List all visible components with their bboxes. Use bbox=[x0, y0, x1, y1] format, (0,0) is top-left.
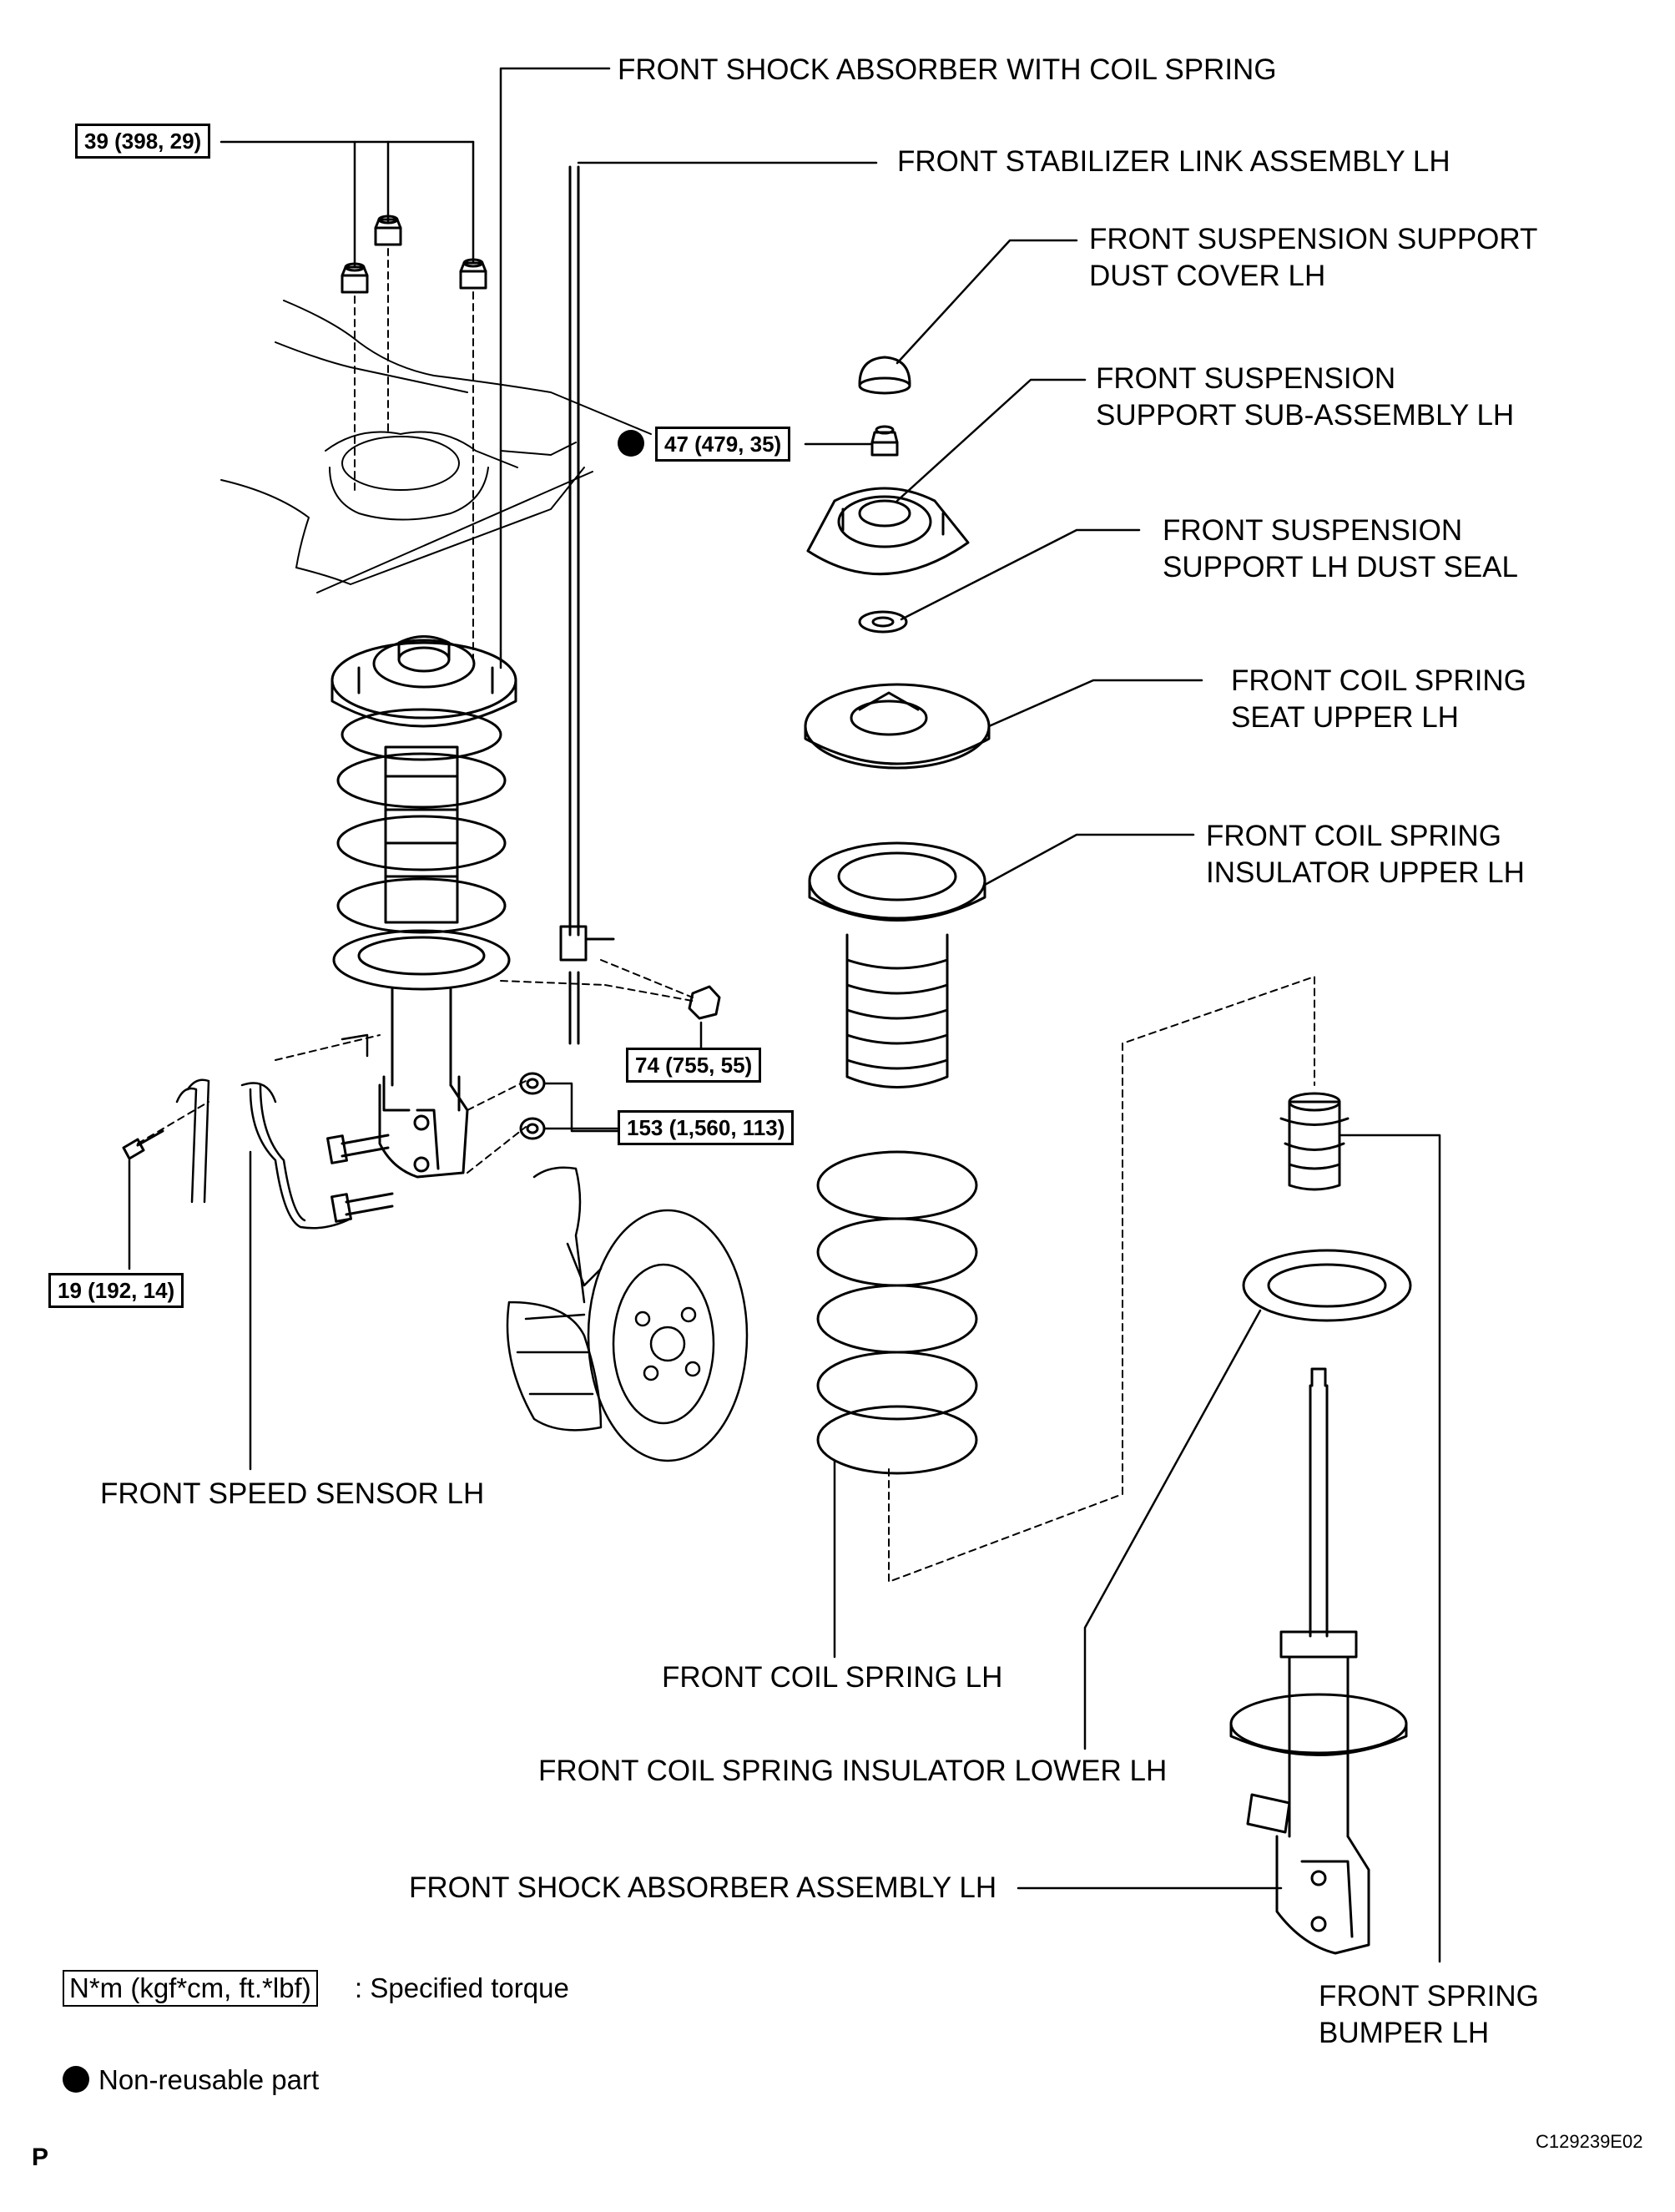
torque-39: 39 (398, 29) bbox=[75, 124, 211, 159]
knuckle-bolts bbox=[326, 1134, 394, 1223]
shock-absorber bbox=[1229, 1367, 1408, 1955]
label-stabilizer-link: FRONT STABILIZER LINK ASSEMBLY LH bbox=[897, 145, 1450, 178]
label-spring-bumper-1: FRONT SPRING bbox=[1319, 1980, 1539, 2013]
insulator-lower bbox=[1242, 1249, 1412, 1322]
support-subassembly bbox=[806, 487, 970, 576]
label-support-dust-cover-2: DUST COVER LH bbox=[1089, 260, 1326, 292]
body-panel bbox=[220, 300, 652, 593]
nut-guide-lines bbox=[354, 248, 474, 669]
label-shock-assembly: FRONT SHOCK ABSORBER ASSEMBLY LH bbox=[409, 1871, 997, 1904]
label-speed-sensor: FRONT SPEED SENSOR LH bbox=[100, 1477, 485, 1510]
label-spring-seat-2: SEAT UPPER LH bbox=[1231, 701, 1459, 734]
torque-47: 47 (479, 35) bbox=[655, 427, 791, 462]
mounting-guides bbox=[137, 959, 698, 1174]
legend-nonreusable-text: Non-reusable part bbox=[98, 2064, 320, 2095]
label-support-dust-cover-1: FRONT SUSPENSION SUPPORT bbox=[1089, 223, 1538, 255]
steering-knuckle-brake bbox=[506, 1166, 749, 1462]
label-dust-seal-2: SUPPORT LH DUST SEAL bbox=[1163, 551, 1518, 583]
label-coil-spring: FRONT COIL SPRING LH bbox=[662, 1661, 1003, 1694]
right-guides bbox=[888, 976, 1315, 1583]
leader-lines bbox=[128, 67, 1441, 1963]
label-insulator-upper-1: FRONT COIL SPRING bbox=[1206, 820, 1501, 852]
label-spring-seat-1: FRONT COIL SPRING bbox=[1231, 664, 1526, 697]
insulator-upper bbox=[808, 841, 986, 1088]
label-insulator-lower: FRONT COIL SPRING INSULATOR LOWER LH bbox=[538, 1755, 1168, 1787]
torque-19: 19 (192, 14) bbox=[48, 1273, 184, 1308]
label-support-subassembly-2: SUPPORT SUB-ASSEMBLY LH bbox=[1096, 399, 1515, 432]
sensor-bolt bbox=[122, 1129, 164, 1160]
stabilizer-link bbox=[559, 165, 721, 1045]
top-nuts bbox=[341, 215, 487, 294]
label-dust-seal-1: FRONT SUSPENSION bbox=[1163, 514, 1463, 547]
label-spring-bumper-2: BUMPER LH bbox=[1319, 2017, 1490, 2049]
torque-74: 74 (755, 55) bbox=[626, 1048, 762, 1083]
legend-unit-box: N*m (kgf*cm, ft.*lbf) bbox=[63, 1970, 318, 2007]
label-shock-with-coil-spring: FRONT SHOCK ABSORBER WITH COIL SPRING bbox=[618, 53, 1277, 86]
nonreusable-dot-47 bbox=[618, 430, 644, 457]
spring-seat-upper bbox=[804, 683, 991, 770]
legend-nonreusable-dot bbox=[63, 2066, 89, 2093]
nut-47 bbox=[870, 425, 899, 457]
label-insulator-upper-2: INSULATOR UPPER LH bbox=[1206, 856, 1525, 889]
dust-cover bbox=[858, 356, 911, 395]
legend-unit-text: : Specified torque bbox=[355, 1972, 569, 2003]
footer-left-mark: P bbox=[32, 2144, 49, 2171]
speed-sensor-harness bbox=[175, 1033, 369, 1230]
label-support-subassembly-1: FRONT SUSPENSION bbox=[1096, 362, 1396, 395]
coil-spring bbox=[816, 1150, 978, 1475]
torque-153: 153 (1,560, 113) bbox=[618, 1110, 795, 1145]
strut-assembly bbox=[330, 635, 517, 1179]
dust-seal bbox=[858, 610, 908, 634]
spring-bumper bbox=[1279, 1092, 1350, 1191]
figure-id: C129239E02 bbox=[1536, 2131, 1643, 2152]
